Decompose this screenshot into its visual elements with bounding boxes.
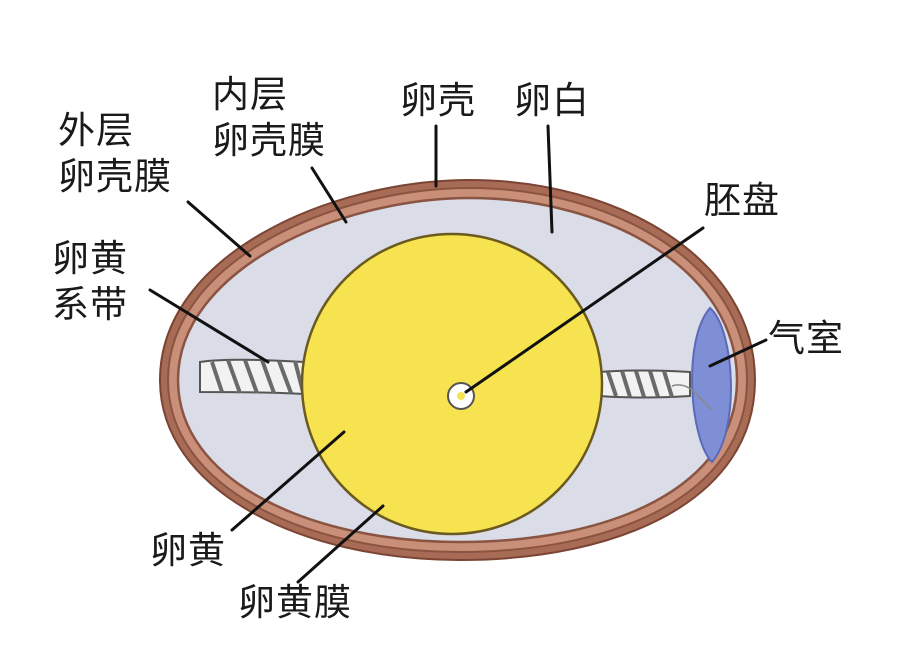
yolk: [300, 232, 604, 536]
leader-inner-membrane: [310, 166, 348, 224]
label-inner-shell-membrane: 内层 卵壳膜: [212, 72, 326, 164]
label-chalaza-line2: 系带: [52, 283, 128, 326]
label-chalaza-line1: 卵黄: [52, 237, 128, 280]
leader-air-cell: [708, 338, 768, 368]
label-inner-shell-membrane-line1: 内层: [212, 73, 288, 116]
germinal-disc-core: [457, 392, 465, 400]
leader-chalaza: [148, 288, 270, 364]
chalaza-left: [199, 358, 306, 396]
leader-outer-membrane: [186, 200, 252, 258]
label-shell: 卵壳: [400, 79, 476, 122]
label-albumen: 卵白: [514, 79, 590, 122]
air-cell: [691, 306, 732, 464]
label-outer-shell-membrane: 外层 卵壳膜: [58, 108, 172, 200]
leader-albumen: [546, 124, 554, 234]
leader-yolk: [230, 430, 346, 532]
label-yolk: 卵黄: [150, 529, 226, 572]
leader-germinal-disc: [464, 226, 705, 394]
label-outer-shell-membrane-line2: 卵壳膜: [58, 155, 172, 198]
label-outer-shell-membrane-line1: 外层: [58, 109, 134, 152]
label-germinal-disc: 胚盘: [704, 179, 780, 222]
label-vitelline-membrane: 卵黄膜: [238, 581, 352, 624]
label-inner-shell-membrane-line2: 卵壳膜: [212, 119, 326, 162]
label-air-cell: 气室: [768, 317, 844, 360]
label-chalaza: 卵黄 系带: [52, 236, 128, 328]
chalaza-right: [599, 369, 713, 411]
leader-vitelline-membrane: [296, 504, 385, 584]
